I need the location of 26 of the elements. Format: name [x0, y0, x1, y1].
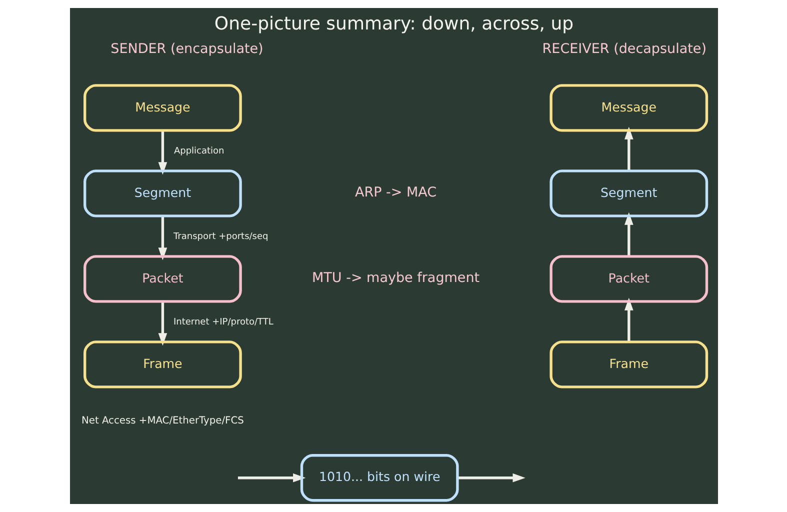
arrow [237, 473, 306, 482]
label: SENDER (encapsulate) [110, 41, 263, 58]
node-box: Packet [549, 255, 708, 303]
arrow [624, 212, 633, 256]
arrow [624, 298, 633, 342]
label: RECEIVER (decapsulate) [542, 41, 706, 58]
arrow [457, 473, 525, 482]
node-box: Frame [549, 340, 708, 388]
node-box: Message [83, 84, 242, 132]
node-box: Segment [83, 170, 242, 218]
edge-label: Internet +IP/proto/TTL [173, 317, 273, 328]
node-box: Packet [83, 255, 242, 303]
arrow [158, 216, 167, 260]
label: Net Access +MAC/EtherType/FCS [81, 416, 244, 427]
label: MTU -> maybe fragment [312, 270, 480, 286]
arrow [158, 130, 167, 175]
node-box: Segment [549, 170, 708, 218]
node-box: 1010... bits on wire [300, 454, 458, 502]
edge-label: Transport +ports/seq [173, 232, 268, 242]
edge-label: Application [173, 146, 224, 156]
node-box: Frame [83, 340, 242, 388]
diagram-title: One-picture summary: down, across, up [214, 14, 574, 35]
node-box: Message [549, 84, 708, 132]
arrow [624, 126, 633, 171]
label: ARP -> MAC [354, 184, 436, 201]
arrow [158, 302, 167, 346]
